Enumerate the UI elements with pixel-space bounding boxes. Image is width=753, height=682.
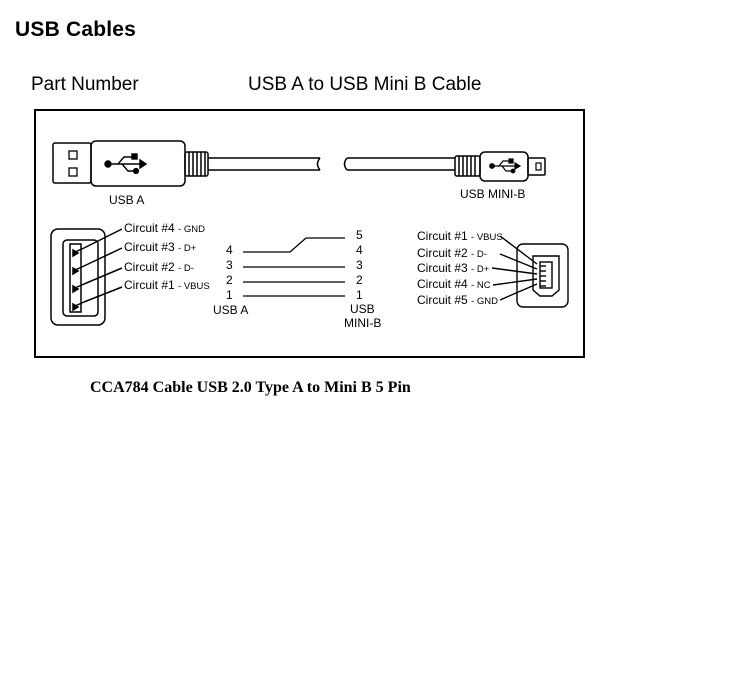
figure-caption: CCA784 Cable USB 2.0 Type A to Mini B 5 … <box>90 379 411 396</box>
cable-name: USB A to USB Mini B Cable <box>248 74 482 95</box>
part-number-label: Part Number <box>31 74 139 95</box>
mini-b-circuit-1-label: Circuit #1 - VBUS <box>417 229 503 243</box>
usb-trident-icon <box>489 158 522 174</box>
mini-b-circuit-2-label: Circuit #2 - D- <box>417 246 487 260</box>
wiring-right-label-line2: MINI-B <box>344 316 381 330</box>
left-pin-3: 3 <box>226 258 233 272</box>
wiring-right-label-line1: USB <box>350 302 375 316</box>
wiring-lines <box>243 237 345 297</box>
usb-a-circuit-1-label: Circuit #1 - VBUS <box>124 278 210 292</box>
page-title: USB Cables <box>15 18 137 41</box>
diagram-frame <box>34 109 585 358</box>
left-pin-1: 1 <box>226 288 233 302</box>
left-pin-2: 2 <box>226 273 233 287</box>
usb-a-plug-drawing <box>52 140 321 187</box>
right-pin-2: 2 <box>356 273 363 287</box>
usb-mini-b-pinout-drawing <box>491 235 569 308</box>
usb-mini-b-plug-label: USB MINI-B <box>460 187 525 201</box>
right-pin-3: 3 <box>356 258 363 272</box>
left-pin-4: 4 <box>226 243 233 257</box>
usb-a-pinout-drawing <box>50 228 123 326</box>
wiring-left-label: USB A <box>213 303 248 317</box>
mini-b-circuit-3-label: Circuit #3 - D+ <box>417 261 490 275</box>
mini-b-circuit-5-label: Circuit #5 - GND <box>417 293 498 307</box>
usb-mini-b-plug-drawing <box>343 151 546 182</box>
wire-gnd <box>243 237 345 253</box>
mini-b-circuit-4-label: Circuit #4 - NC <box>417 277 491 291</box>
usb-a-circuit-3-label: Circuit #3 - D+ <box>124 240 197 254</box>
right-pin-4: 4 <box>356 243 363 257</box>
usb-a-circuit-4-label: Circuit #4 - GND <box>124 221 205 235</box>
usb-trident-icon <box>104 153 148 175</box>
usb-a-circuit-2-label: Circuit #2 - D- <box>124 260 194 274</box>
usb-a-plug-label: USB A <box>109 193 144 207</box>
right-pin-5: 5 <box>356 228 363 242</box>
right-pin-1: 1 <box>356 288 363 302</box>
